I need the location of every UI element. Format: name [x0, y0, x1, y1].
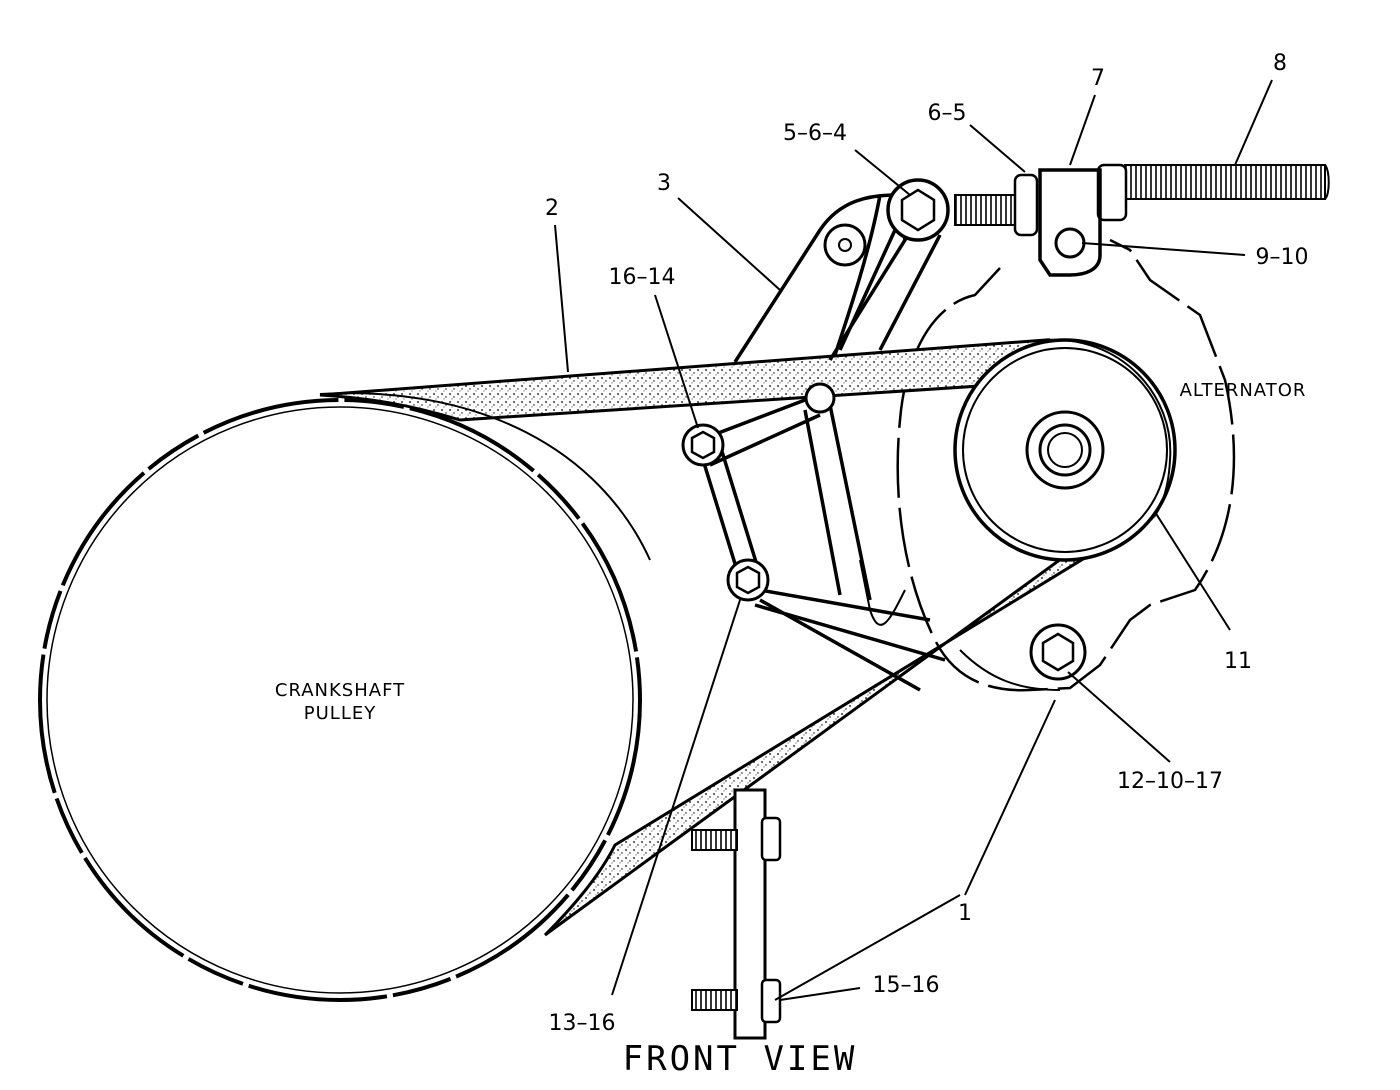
jam-nut-left	[1013, 173, 1039, 237]
callout-3: 3	[657, 171, 671, 196]
adjuster-pin-9-10	[1054, 227, 1086, 259]
adjuster-block	[1038, 168, 1102, 277]
bracket-pivot	[804, 382, 836, 414]
alternator-shaft	[1047, 432, 1083, 468]
leader-7	[1069, 94, 1096, 166]
leader-8	[1234, 79, 1273, 166]
strap-bolt-top-nut	[760, 816, 782, 862]
strap-bolt-bottom-nut	[760, 978, 782, 1024]
leader-1b	[774, 894, 961, 1001]
callout-15-16: 15–16	[873, 973, 940, 998]
crankshaft-label-1: CRANKSHAFT	[275, 680, 405, 701]
mounting-bracket	[733, 193, 907, 363]
callout-2: 2	[545, 196, 559, 221]
bolt-13-16-hex	[735, 565, 761, 595]
bolt-12-10-17-hex	[1041, 632, 1075, 672]
belt-edge-crank	[319, 392, 651, 561]
threaded-rod-tip	[1324, 164, 1330, 200]
threaded-rod-left	[954, 194, 1021, 226]
callout-9-10: 9–10	[1256, 245, 1309, 270]
leader-16-14	[654, 294, 699, 429]
callout-11: 11	[1224, 649, 1252, 674]
callout-1: 1	[958, 901, 972, 926]
callout-13-16: 13–16	[549, 1011, 616, 1036]
leader-12-10-17	[1067, 671, 1171, 763]
bolt-16-14-hex	[690, 430, 716, 460]
support-strap	[733, 788, 767, 1040]
leader-6-5	[969, 124, 1026, 173]
leader-13-16	[611, 599, 741, 996]
callout-8: 8	[1273, 51, 1287, 76]
leader-1	[964, 699, 1056, 896]
callout-7: 7	[1091, 66, 1105, 91]
view-title: FRONT VIEW	[623, 1039, 858, 1079]
leader-2	[554, 224, 569, 373]
callout-5-6-4: 5–6–4	[783, 121, 847, 146]
bolt-5-6-4-hex	[900, 188, 936, 232]
alternator-foot	[859, 559, 1061, 691]
threaded-rod-right	[1124, 164, 1326, 200]
adjusting-arm	[838, 229, 942, 351]
alternator-label: ALTERNATOR	[1180, 380, 1307, 401]
leader-11	[1154, 511, 1231, 631]
leader-3	[677, 197, 781, 291]
callout-16-14: 16–14	[609, 265, 676, 290]
jam-nut-right	[1096, 163, 1128, 222]
crankshaft-label-2: PULLEY	[304, 703, 376, 724]
crankshaft-pulley-inner	[46, 406, 634, 994]
crankshaft-pulley	[38, 398, 642, 1002]
leader-lines	[554, 79, 1273, 1001]
strap-bolt-top-thread	[691, 829, 738, 851]
bracket-hole-inner	[838, 238, 852, 252]
lower-bracket-frame	[698, 398, 946, 692]
callout-6-5: 6–5	[928, 101, 967, 126]
leader-15-16	[779, 987, 861, 1001]
belt-edge-alt	[1044, 338, 1172, 516]
leader-5-6-4	[854, 149, 911, 196]
leader-9-10	[1081, 242, 1246, 256]
callout-12-10-17: 12–10–17	[1117, 769, 1223, 794]
strap-bolt-bottom-thread	[691, 989, 738, 1011]
